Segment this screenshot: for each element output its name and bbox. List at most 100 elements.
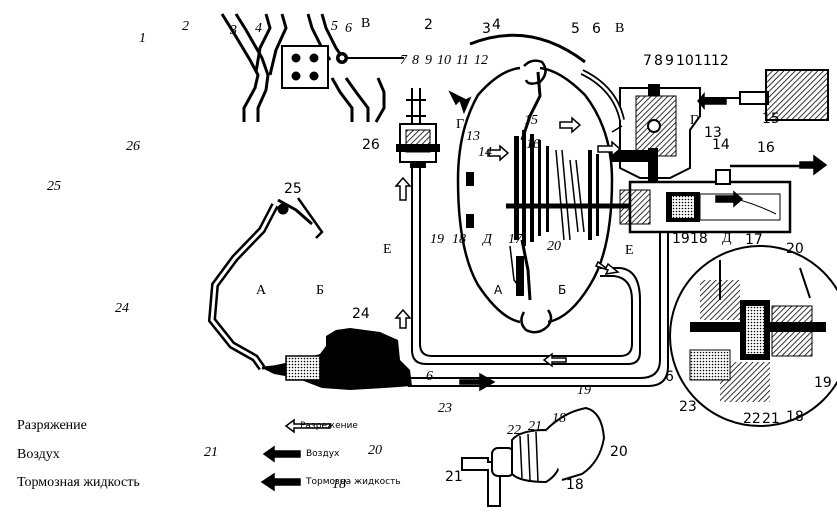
label-21b: 21 — [762, 411, 780, 427]
brake-pedal — [207, 197, 324, 371]
label-17: 17 — [508, 232, 522, 247]
label-3: 3 — [230, 23, 237, 38]
label-3b: 3 — [482, 21, 491, 37]
label-11b: 11 — [694, 53, 712, 69]
label-8: 8 — [412, 53, 419, 68]
vacuum-chamber-body — [456, 59, 614, 334]
label-26b: 26 — [362, 137, 380, 153]
label-19b: 19 — [672, 231, 690, 247]
label-25b: 25 — [284, 181, 302, 197]
push-rod — [516, 256, 524, 296]
label-8b: 8 — [654, 53, 663, 69]
valve-insert-part — [461, 406, 606, 507]
label-13: 13 — [466, 129, 480, 144]
legend-fluid-label: Тормозная жидкость — [17, 475, 140, 490]
label-7: 7 — [400, 53, 407, 68]
label-19c: 19 — [814, 375, 832, 391]
master-cylinder — [261, 328, 412, 390]
label-18: 18 — [452, 232, 466, 247]
label-19d: 19 — [577, 383, 591, 398]
label-5: 5 — [331, 19, 338, 34]
label-12: 12 — [474, 53, 488, 68]
label-23: 23 — [438, 401, 452, 416]
label-A: А — [256, 283, 267, 298]
hydraulic-cylinder — [619, 164, 800, 234]
legend-vacuum-arrow — [284, 418, 331, 434]
label-26: 26 — [126, 139, 140, 154]
label-21c: 21 — [204, 445, 218, 460]
legend-fluid-arrow — [260, 472, 301, 492]
label-1: 1 — [139, 31, 146, 46]
diaphragm-plates — [466, 130, 599, 246]
label-18b: 18 — [690, 231, 708, 247]
label-Vb: В — [615, 21, 625, 36]
label-20c: 20 — [610, 444, 628, 460]
label-24b: 24 — [352, 306, 370, 322]
legend-arrows — [260, 418, 331, 492]
label-6d: 6 — [665, 369, 674, 385]
label-V: В — [361, 16, 371, 31]
legend-air-arrow — [262, 445, 301, 463]
detail-circle — [669, 245, 837, 427]
label-10b: 10 — [676, 53, 694, 69]
legend-vacuum-label: Разряжение — [17, 418, 87, 433]
label-18c: 18 — [786, 409, 804, 425]
label-20b: 20 — [786, 241, 804, 257]
label-6c: 6 — [426, 369, 433, 384]
label-9b: 9 — [665, 53, 674, 69]
vacuum-pipes — [406, 88, 669, 387]
label-20d: 20 — [368, 443, 382, 458]
label-19: 19 — [430, 232, 444, 247]
label-18d: 18 — [552, 411, 566, 426]
air-filter — [700, 69, 829, 121]
label-14: 14 — [478, 145, 492, 160]
label-9: 9 — [425, 53, 432, 68]
label-6: 6 — [345, 21, 352, 36]
label-Gb: Г — [690, 113, 699, 128]
pedal-linkage-top — [220, 13, 386, 123]
label-13b: 13 — [704, 125, 722, 141]
flow-arrows — [394, 90, 828, 392]
label-11: 11 — [456, 53, 469, 68]
label-20: 20 — [547, 239, 561, 254]
label-22b: 22 — [743, 411, 761, 427]
label-21: 21 — [528, 419, 542, 434]
label-5b: 5 — [571, 21, 580, 37]
lever-arc — [469, 33, 586, 64]
label-A-chamber: А — [494, 283, 503, 297]
label-10: 10 — [437, 53, 451, 68]
control-valve — [610, 84, 701, 198]
label-22: 22 — [507, 423, 521, 438]
label-17b: 17 — [745, 232, 763, 248]
legend-air-label: Воздух — [17, 447, 60, 462]
label-25: 25 — [47, 179, 61, 194]
label-6b: 6 — [592, 21, 601, 37]
label-18f: 18 — [566, 477, 584, 493]
label-12b: 12 — [711, 53, 729, 69]
label-23b: 23 — [679, 399, 697, 415]
label-16b: 16 — [757, 140, 775, 156]
label-4: 4 — [255, 21, 262, 36]
label-B: Б — [316, 283, 325, 298]
vacuum-hose — [580, 69, 625, 121]
pedal-bracket-block — [281, 45, 404, 89]
label-14b: 14 — [712, 137, 730, 153]
legend-vacuum-small: Разрежение — [300, 421, 358, 431]
label-2b: 2 — [424, 17, 433, 33]
label-G: Г — [456, 117, 465, 132]
label-Eb: Е — [625, 243, 634, 258]
check-valve-26 — [396, 123, 440, 168]
label-24: 24 — [115, 301, 129, 316]
label-E: Е — [383, 242, 392, 257]
label-18e: 18 — [332, 477, 346, 492]
label-15b: 15 — [762, 111, 780, 127]
label-D: Д — [483, 232, 492, 247]
label-21d: 21 — [445, 469, 463, 485]
legend-fluid-small: Тормозна жидкость — [306, 477, 401, 487]
label-Db: Д — [722, 231, 732, 246]
label-15: 15 — [524, 113, 538, 128]
label-B-chamber: Б — [558, 283, 567, 297]
diaphragm-lever — [520, 71, 542, 301]
legend-air-small: Воздух — [306, 449, 340, 459]
